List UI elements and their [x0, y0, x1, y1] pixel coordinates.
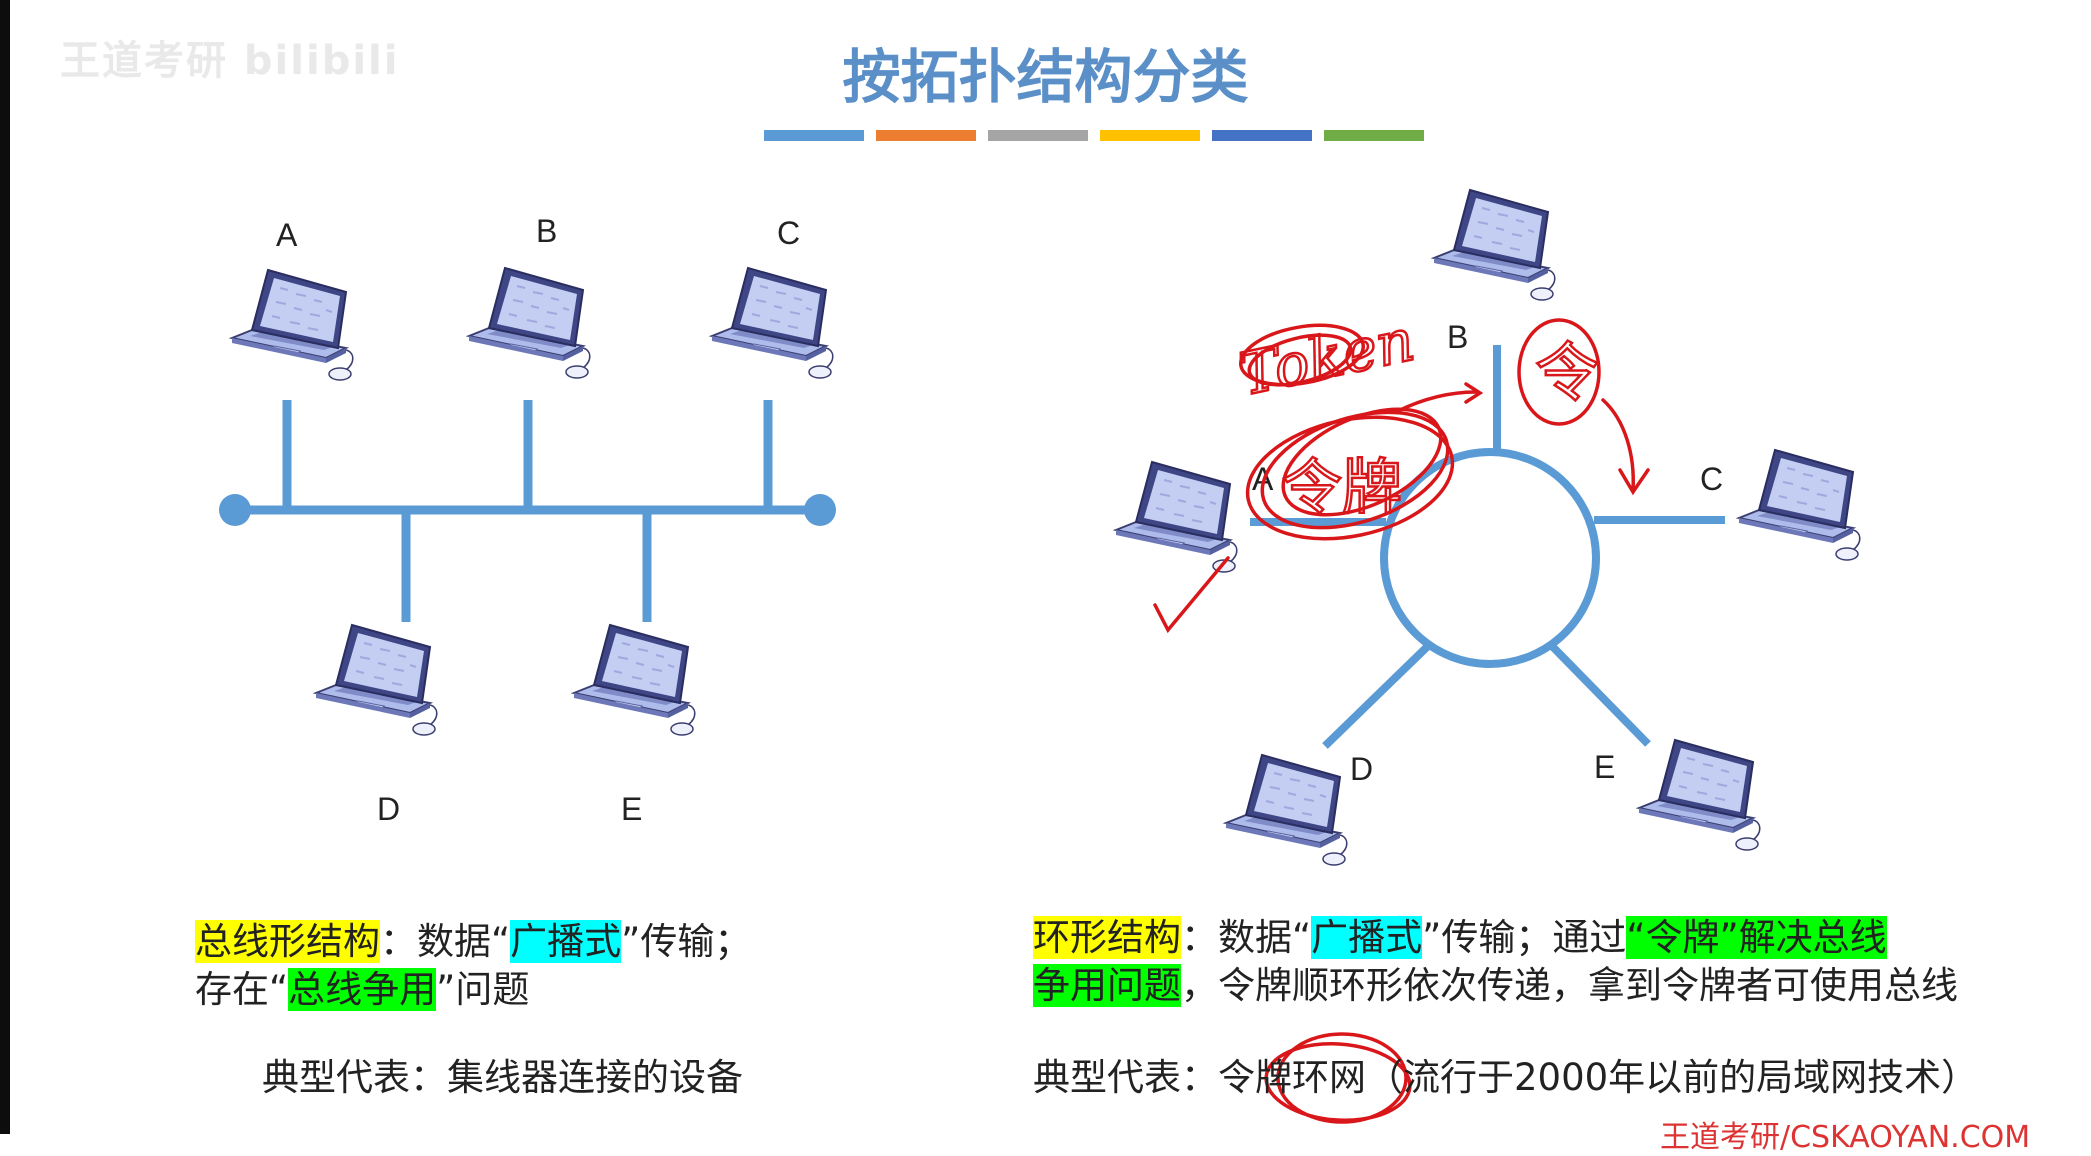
- ring-laptop-b: [1433, 189, 1556, 301]
- ling-handwriting: 令: [1535, 337, 1599, 411]
- ring-laptop-a: [1115, 461, 1238, 573]
- title-bar-segment-3: [988, 130, 1088, 141]
- bus-description-line2: 存在“总线争用”问题: [195, 968, 530, 1011]
- ring-label-b: B: [1447, 319, 1468, 355]
- token-ring-net: 令牌环网: [1218, 1056, 1366, 1099]
- token-cn-circle-3: [1245, 415, 1455, 541]
- bus-laptop-b: [468, 267, 591, 379]
- bus-label-d: D: [377, 791, 400, 827]
- checkmark-a: [1153, 556, 1230, 634]
- ring-label-d: D: [1350, 751, 1373, 787]
- ring-term: 环形结构: [1033, 916, 1181, 959]
- token-ring-net-circle: [1276, 1032, 1408, 1124]
- ring-label-c: C: [1700, 461, 1723, 497]
- token-scribble-circle-2: [1247, 333, 1353, 387]
- bus-contention-keyword: 总线争用: [288, 968, 437, 1011]
- ring-laptop-c: [1738, 449, 1861, 561]
- ring-laptop-d: [1225, 754, 1348, 866]
- arrow-b-to-c-head: [1618, 468, 1650, 496]
- title-bar-segment-2: [876, 130, 976, 141]
- bus-term: 总线形结构: [195, 920, 380, 963]
- bus-laptop-a: [231, 269, 354, 381]
- page-title: 按拓扑结构分类: [842, 43, 1249, 111]
- bus-laptop-d: [315, 624, 438, 736]
- bus-broadcast-keyword: 广播式: [510, 920, 622, 963]
- title-bar-segment-6: [1324, 130, 1424, 141]
- token-arrow-to-b-head: [1464, 382, 1484, 404]
- arrow-b-to-c: [1601, 398, 1635, 492]
- ling-circle: [1517, 318, 1601, 426]
- bus-description-line1: 总线形结构：数据“广播式”传输；: [195, 920, 752, 963]
- bus-label-c: C: [777, 215, 800, 251]
- ring-contention-keyword: 争用问题: [1033, 964, 1181, 1007]
- title-bar-segment-4: [1100, 130, 1200, 141]
- ring-spur-e: [1547, 641, 1651, 747]
- bus-terminator-left: [219, 494, 251, 526]
- ring-laptop-e: [1638, 739, 1761, 851]
- ring-circle: [1380, 448, 1600, 668]
- ring-description-line2: 争用问题，令牌顺环形依次传递，拿到令牌者可使用总线: [1033, 964, 1958, 1007]
- token-handwriting: Token: [1234, 306, 1420, 409]
- ring-topology: A B C D E: [1115, 189, 1861, 866]
- ring-broadcast-keyword: 广播式: [1311, 916, 1423, 959]
- bus-laptop-e: [573, 624, 696, 736]
- bus-label-a: A: [276, 217, 298, 253]
- bus-representative: 典型代表：集线器连接的设备: [262, 1056, 743, 1099]
- bus-label-b: B: [536, 213, 557, 249]
- title-bar-segment-1: [764, 130, 864, 141]
- bus-topology: A B C D E: [219, 213, 836, 827]
- token-ring-net-circle-2: [1264, 1042, 1412, 1122]
- ring-label-e: E: [1594, 749, 1615, 785]
- title-bar-segment-5: [1212, 130, 1312, 141]
- ring-description-line1: 环形结构：数据“广播式”传输；通过“令牌”解决总线: [1033, 916, 1887, 959]
- title-color-bar: [764, 130, 1424, 141]
- token-arrow-to-b: [1394, 390, 1478, 414]
- ring-token-keyword: “令牌”解决总线: [1626, 916, 1887, 959]
- bus-label-e: E: [621, 791, 642, 827]
- left-edge-bar: [0, 0, 10, 1134]
- footer-watermark: 王道考研/CSKAOYAN.COM: [1660, 1120, 2031, 1155]
- bus-terminator-right: [804, 494, 836, 526]
- ring-representative: 典型代表：令牌环网（流行于2000年以前的局域网技术）: [1033, 1056, 1979, 1099]
- watermark: 王道考研 bilibili: [60, 38, 400, 84]
- bus-laptop-c: [711, 267, 834, 379]
- ring-spur-d: [1322, 641, 1433, 749]
